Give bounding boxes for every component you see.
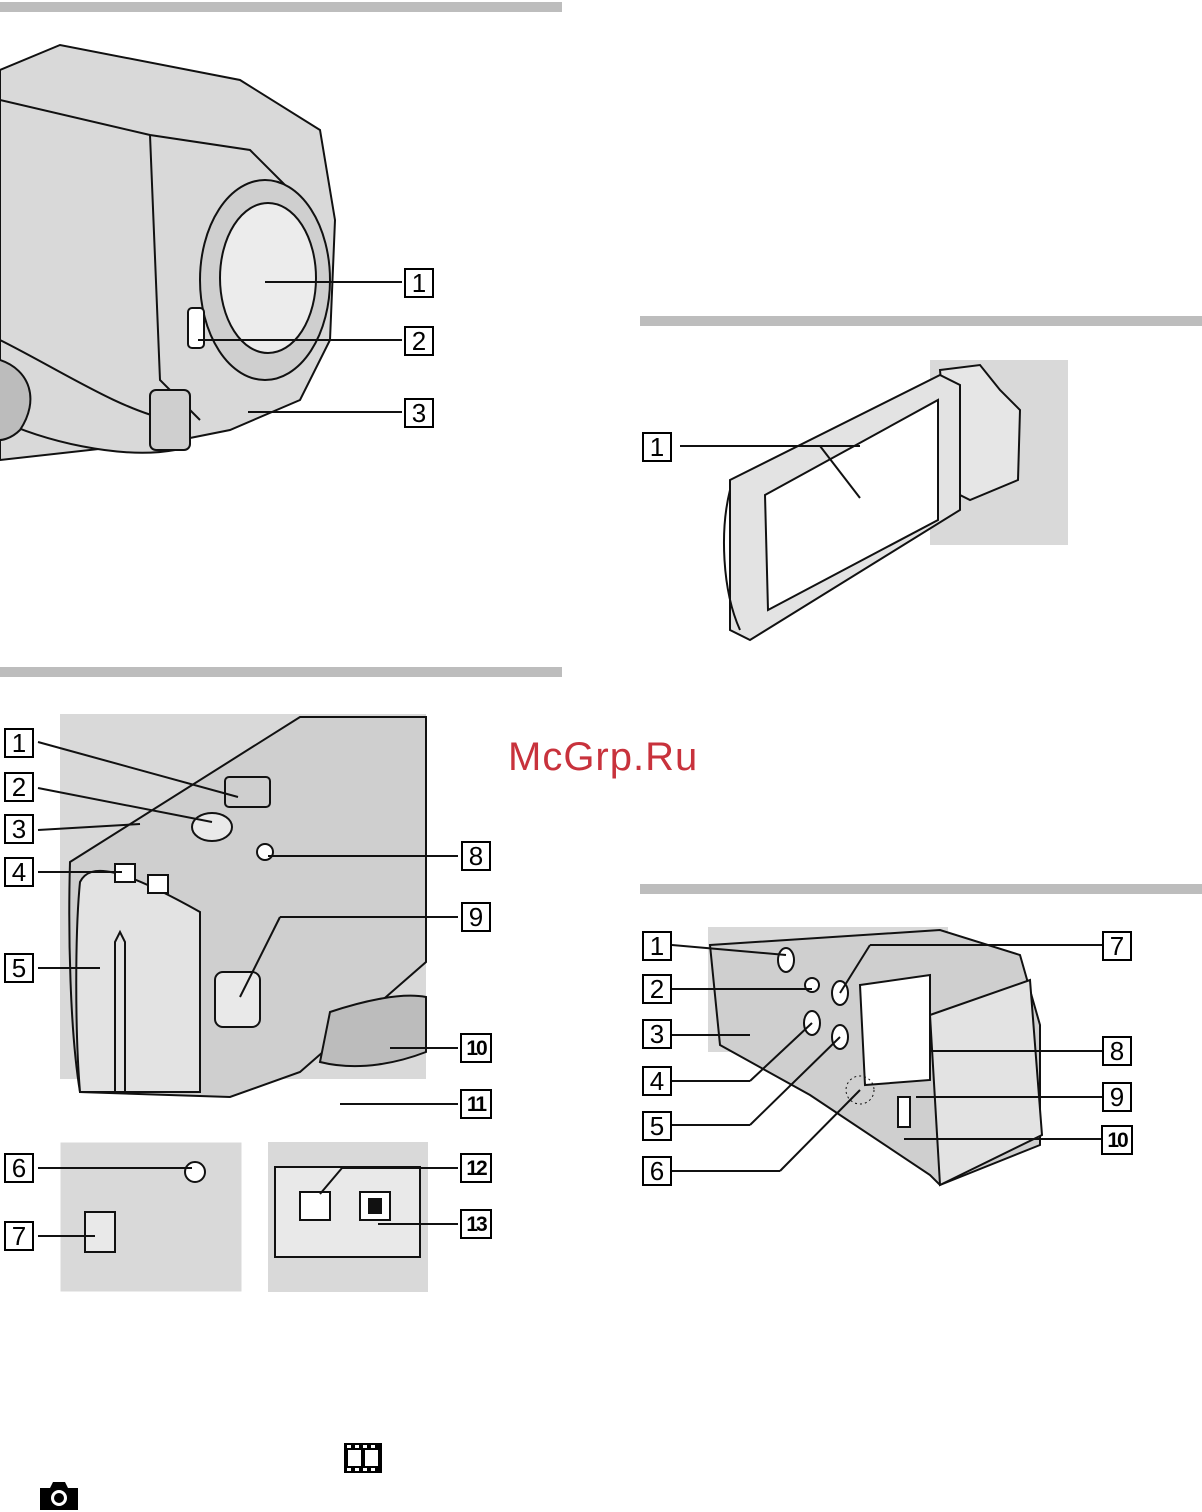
callout-top-5: 5 xyxy=(4,953,34,983)
film-strip-icon xyxy=(344,1443,382,1473)
callout-top-1: 1 xyxy=(4,728,34,758)
callout-top-4: 4 xyxy=(4,857,34,887)
callout-front-1: 1 xyxy=(404,268,434,298)
callout-side-2: 2 xyxy=(642,974,672,1004)
callout-side-4: 4 xyxy=(642,1066,672,1096)
figure-lcd-screen: 1 xyxy=(640,360,1070,645)
callout-top-2: 2 xyxy=(4,772,34,802)
callout-top-7: 7 xyxy=(4,1221,34,1251)
callout-top-9: 9 xyxy=(461,902,491,932)
section-divider-lcd-side xyxy=(640,884,1202,894)
callout-side-10: 10 xyxy=(1101,1125,1133,1155)
callout-side-3: 3 xyxy=(642,1019,672,1049)
callout-front-3: 3 xyxy=(404,398,434,428)
callout-top-6: 6 xyxy=(4,1153,34,1183)
callout-top-11: 11 xyxy=(460,1089,492,1119)
callout-side-5: 5 xyxy=(642,1111,672,1141)
callout-top-10: 10 xyxy=(460,1033,492,1063)
lcd-side-illustration xyxy=(640,925,1140,1195)
camcorder-front-illustration xyxy=(0,40,440,480)
section-divider-front xyxy=(0,2,562,12)
callout-side-1: 1 xyxy=(642,931,672,961)
callout-front-2: 2 xyxy=(404,326,434,356)
callout-side-6: 6 xyxy=(642,1156,672,1186)
callout-side-7: 7 xyxy=(1102,931,1132,961)
lcd-screen-illustration xyxy=(640,360,1070,645)
callout-top-13: 13 xyxy=(460,1209,492,1239)
callout-lcd-1: 1 xyxy=(642,432,672,462)
callout-top-12: 12 xyxy=(460,1153,492,1183)
callout-top-3: 3 xyxy=(4,814,34,844)
callout-side-8: 8 xyxy=(1102,1036,1132,1066)
section-divider-top xyxy=(0,667,562,677)
camera-icon xyxy=(40,1480,78,1510)
figure-lcd-side: 1 2 3 4 5 6 7 8 9 10 xyxy=(640,925,1140,1195)
figure-camcorder-top: 1 2 3 4 5 6 7 8 9 10 11 12 13 xyxy=(0,712,500,1297)
camcorder-top-illustration xyxy=(0,712,500,1297)
figure-camcorder-front: 1 2 3 xyxy=(0,40,440,480)
watermark: McGrp.Ru xyxy=(508,735,698,780)
section-divider-lcd xyxy=(640,316,1202,326)
callout-top-8: 8 xyxy=(461,841,491,871)
callout-side-9: 9 xyxy=(1102,1082,1132,1112)
